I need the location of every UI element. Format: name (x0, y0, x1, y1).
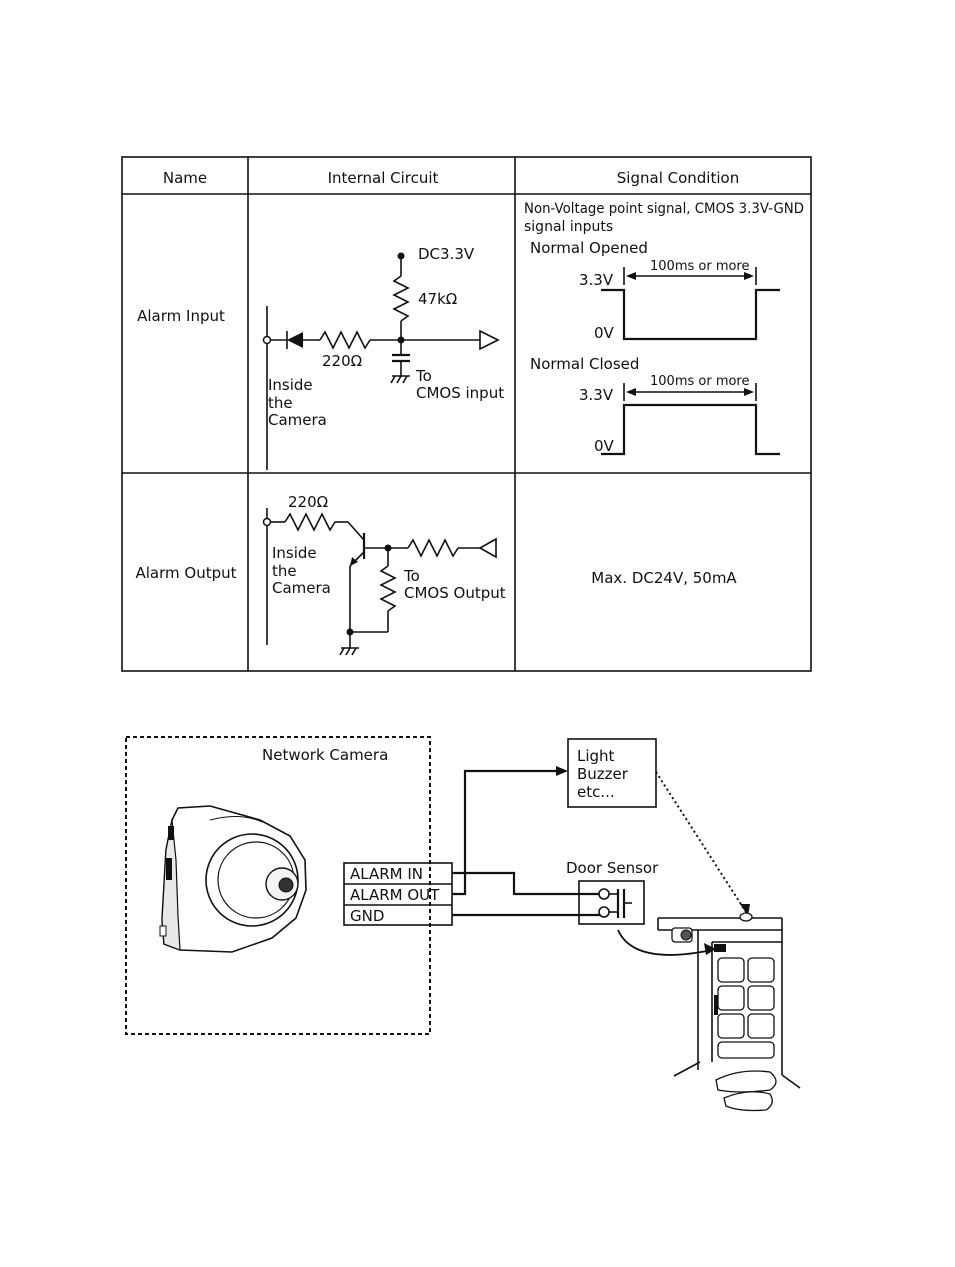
signal-description-line-2: signal inputs (524, 219, 613, 235)
cmos-input-arrow (479, 329, 500, 351)
header-signal-condition: Signal Condition (617, 169, 739, 187)
normal-opened-title: Normal Opened (530, 239, 648, 257)
pulldown-resistor-symbol (379, 565, 397, 612)
inside-label-2: the (268, 394, 293, 412)
opened-low-label: 0V (594, 324, 615, 342)
opened-high-label: 3.3V (579, 271, 614, 289)
network-camera-label: Network Camera (262, 746, 388, 764)
closed-low-label: 0V (594, 437, 615, 455)
closed-duration-label: 100ms or more (650, 374, 750, 389)
device-label-buzzer: Buzzer (577, 765, 629, 783)
header-internal-circuit: Internal Circuit (328, 169, 439, 187)
cmos-output-label: CMOS Output (404, 584, 506, 602)
normal-closed-waveform (601, 403, 780, 456)
resistor-47k-symbol (392, 275, 410, 322)
camera-illustration (159, 805, 307, 953)
output-resistor-symbol (407, 538, 459, 558)
ground-symbol (390, 375, 410, 384)
alarm-input-signal: Non-Voltage point signal, CMOS 3.3V-GND … (524, 201, 804, 456)
sensor-contact-bottom (598, 906, 610, 918)
inside-label-1: Inside (272, 544, 317, 562)
sensor-to-door-arrow (617, 929, 713, 956)
to-label: To (403, 567, 420, 585)
wiring-diagram: Network Camera ALARM IN ALARM OUT GND Li (125, 736, 801, 1112)
inside-label-2: the (272, 562, 297, 580)
terminal-gnd: GND (350, 907, 384, 925)
signal-description-line-1: Non-Voltage point signal, CMOS 3.3V-GND (524, 201, 804, 217)
pullup-label: 47kΩ (418, 290, 457, 308)
series-resistor-label: 220Ω (322, 352, 362, 370)
alarm-output-rating: Max. DC24V, 50mA (591, 569, 737, 587)
diode-symbol (287, 332, 303, 348)
wire-alarm-in-to-sensor (452, 871, 600, 896)
resistor-220-symbol (319, 330, 371, 350)
supply-label: DC3.3V (418, 245, 475, 263)
series-resistor-label: 220Ω (288, 493, 328, 511)
ground-symbol (339, 647, 359, 656)
to-label: To (415, 367, 432, 385)
output-terminal (262, 517, 272, 527)
cmos-input-label: CMOS input (416, 384, 504, 402)
inside-label-1: Inside (268, 376, 313, 394)
device-label-etc: etc... (577, 783, 615, 801)
table-border (121, 156, 812, 672)
closed-high-label: 3.3V (579, 386, 614, 404)
row-name-alarm-input: Alarm Input (137, 307, 225, 325)
alarm-output-circuit: 220Ω Inside the Camera To CMOS Output (262, 493, 506, 656)
door-sensor-label: Door Sensor (566, 859, 659, 877)
alarm-input-circuit: DC3.3V 47kΩ 220Ω Inside the Camera To CM… (262, 245, 504, 470)
cmos-output-arrow (478, 537, 497, 559)
opened-duration-label: 100ms or more (650, 259, 750, 274)
normal-opened-waveform (601, 288, 780, 341)
inside-label-3: Camera (268, 411, 327, 429)
header-name: Name (163, 169, 207, 187)
io-spec-table: Name Internal Circuit Signal Condition A… (121, 156, 812, 672)
camera-boundary-dashed (125, 736, 431, 1035)
sensor-contact-top (598, 888, 610, 900)
terminal-alarm-out: ALARM OUT (350, 886, 440, 904)
input-terminal (262, 335, 272, 345)
device-label-light: Light (577, 747, 615, 765)
door-illustration (657, 912, 801, 1112)
wire-alarm-out-to-device (452, 769, 562, 896)
door-sensor-box (578, 880, 645, 925)
resistor-220-symbol (284, 512, 336, 532)
row-name-alarm-output: Alarm Output (135, 564, 236, 582)
inside-label-3: Camera (272, 579, 331, 597)
normal-closed-title: Normal Closed (530, 355, 639, 373)
device-to-light-dotted (655, 771, 747, 913)
wall-camera-icon (671, 927, 693, 943)
terminal-alarm-in: ALARM IN (350, 865, 423, 883)
